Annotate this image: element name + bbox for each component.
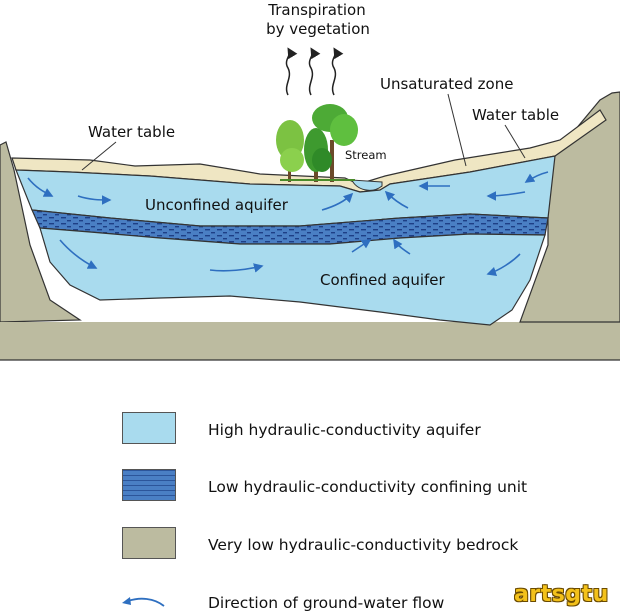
water-table-right-label: Water table	[472, 106, 559, 124]
flow-arrow	[59, 239, 98, 269]
legend-label-aquifer: High hydraulic-conductivity aquifer	[208, 421, 481, 439]
flow-arrow	[209, 263, 264, 273]
bedrock-right	[519, 91, 620, 323]
flow-arrow	[486, 191, 526, 201]
transpiration-label-line1: Transpiration	[267, 1, 365, 19]
transpiration-arrows	[285, 47, 344, 96]
legend-swatch-bedrock	[122, 527, 176, 559]
confined-aquifer-label: Confined aquifer	[320, 271, 446, 289]
transpiration-label-line2: by vegetation	[266, 20, 370, 38]
legend-flow-arrow-icon	[122, 597, 165, 607]
flow-arrow	[486, 253, 521, 277]
flow-arrow	[27, 177, 54, 197]
flow-arrow	[77, 195, 112, 205]
unsaturated-zone-label: Unsaturated zone	[380, 75, 513, 93]
unconfined-aquifer-label: Unconfined aquifer	[145, 196, 289, 214]
flow-arrow	[321, 192, 354, 211]
flow-arrows	[27, 171, 549, 277]
bedrock-left	[0, 141, 82, 323]
stream	[351, 179, 383, 191]
confined-aquifer	[39, 227, 546, 326]
legend-swatch-confining	[122, 469, 176, 501]
watermark: artsgtu	[514, 582, 609, 607]
legend-label-flow: Direction of ground-water flow	[208, 594, 445, 612]
unsaturated-zone-pointer	[447, 93, 467, 167]
bedrock-base	[0, 322, 620, 360]
water-table-left-label: Water table	[88, 123, 175, 141]
legend-swatch-aquifer	[122, 412, 176, 444]
flow-arrow	[351, 239, 372, 253]
flow-arrow	[524, 171, 549, 183]
water-table-left-pointer	[81, 141, 117, 171]
stream-label: Stream	[345, 148, 387, 162]
legend-label-confining: Low hydraulic-conductivity confining uni…	[208, 478, 528, 496]
legend-label-bedrock: Very low hydraulic-conductivity bedrock	[208, 536, 519, 554]
water-table-right-pointer	[504, 124, 526, 159]
flow-arrow	[384, 190, 409, 209]
flow-arrow	[393, 238, 411, 255]
vegetation	[276, 104, 358, 182]
